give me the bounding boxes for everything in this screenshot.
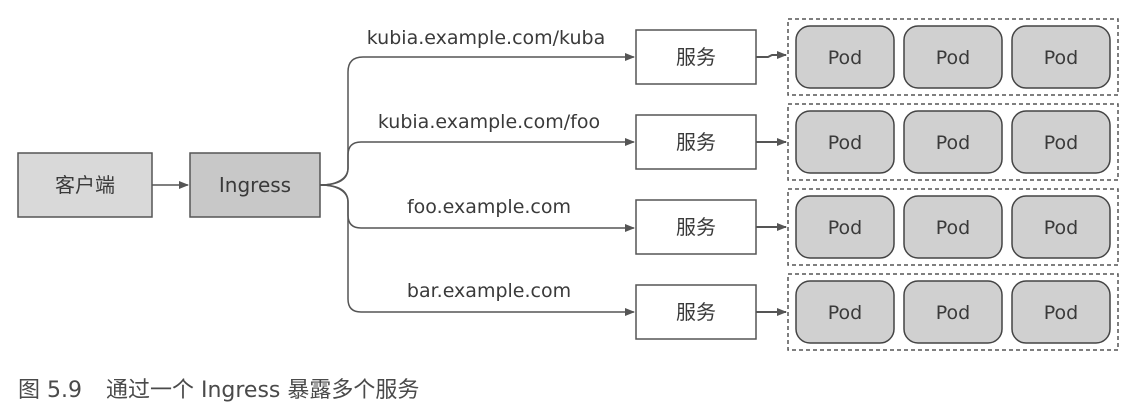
ingress-node: Ingress — [189, 152, 321, 218]
pod-box — [795, 25, 895, 89]
ingress-box — [189, 152, 321, 218]
service-box — [635, 29, 757, 85]
service-label: 服务 — [676, 130, 716, 154]
pod-label: Pod — [936, 47, 970, 69]
route-connectors — [319, 53, 635, 316]
pod-row-2: Pod Pod Pod — [795, 110, 1111, 174]
pod-label: Pod — [936, 217, 970, 239]
ingress-label: Ingress — [219, 173, 291, 197]
pod-box — [903, 110, 1003, 174]
pod-group-box — [787, 188, 1119, 266]
client-node: 客户端 — [17, 152, 153, 218]
pod-row-4: Pod Pod Pod — [795, 280, 1111, 344]
pod-group-box — [787, 103, 1119, 181]
figure-caption-text: 通过一个 Ingress 暴露多个服务 — [105, 378, 420, 403]
service-label: 服务 — [676, 45, 716, 69]
service-box — [635, 284, 757, 340]
pod-label: Pod — [1044, 217, 1078, 239]
service-to-pods-connectors — [756, 51, 787, 316]
pod-groups — [787, 18, 1119, 351]
route-host-label: bar.example.com — [407, 280, 571, 302]
route-connector-4 — [319, 184, 635, 316]
pod-label: Pod — [828, 132, 862, 154]
service-box — [635, 114, 757, 170]
pod-label: Pod — [1044, 47, 1078, 69]
route-host-label: kubia.example.com/foo — [378, 111, 600, 133]
route-host-label: foo.example.com — [407, 196, 571, 218]
pod-box — [903, 280, 1003, 344]
client-box — [17, 152, 153, 218]
pod-label: Pod — [828, 47, 862, 69]
service-boxes: 服务 服务 服务 服务 — [635, 29, 757, 340]
pod-row-3: Pod Pod Pod — [795, 195, 1111, 259]
figure-caption: 图 5.9 通过一个 Ingress 暴露多个服务 — [18, 372, 419, 404]
pod-box — [903, 195, 1003, 259]
route-host-label: kubia.example.com/kuba — [367, 27, 605, 49]
pod-group-box — [787, 18, 1119, 96]
service-label: 服务 — [676, 300, 716, 324]
pod-box — [1011, 195, 1111, 259]
pod-label: Pod — [1044, 132, 1078, 154]
route-connector-2 — [319, 138, 635, 186]
client-label: 客户端 — [55, 173, 115, 197]
pod-box — [1011, 280, 1111, 344]
pod-label: Pod — [828, 302, 862, 324]
pod-label: Pod — [1044, 302, 1078, 324]
pod-label: Pod — [828, 217, 862, 239]
route-labels: kubia.example.com/kuba kubia.example.com… — [367, 27, 605, 302]
pod-label: Pod — [936, 302, 970, 324]
pod-row-1: Pod Pod Pod — [795, 25, 1111, 89]
pod-box — [795, 110, 895, 174]
pod-label: Pod — [936, 132, 970, 154]
figure-number: 图 5.9 — [18, 378, 82, 403]
pod-box — [795, 195, 895, 259]
ingress-diagram: 客户端 Ingress kubia.example.com/kuba kubia… — [17, 18, 1119, 351]
pod-box — [903, 25, 1003, 89]
pod-box — [795, 280, 895, 344]
service-to-pods-line — [756, 51, 787, 59]
service-label: 服务 — [676, 215, 716, 239]
pod-box — [1011, 25, 1111, 89]
pod-group-box — [787, 273, 1119, 351]
pod-box — [1011, 110, 1111, 174]
